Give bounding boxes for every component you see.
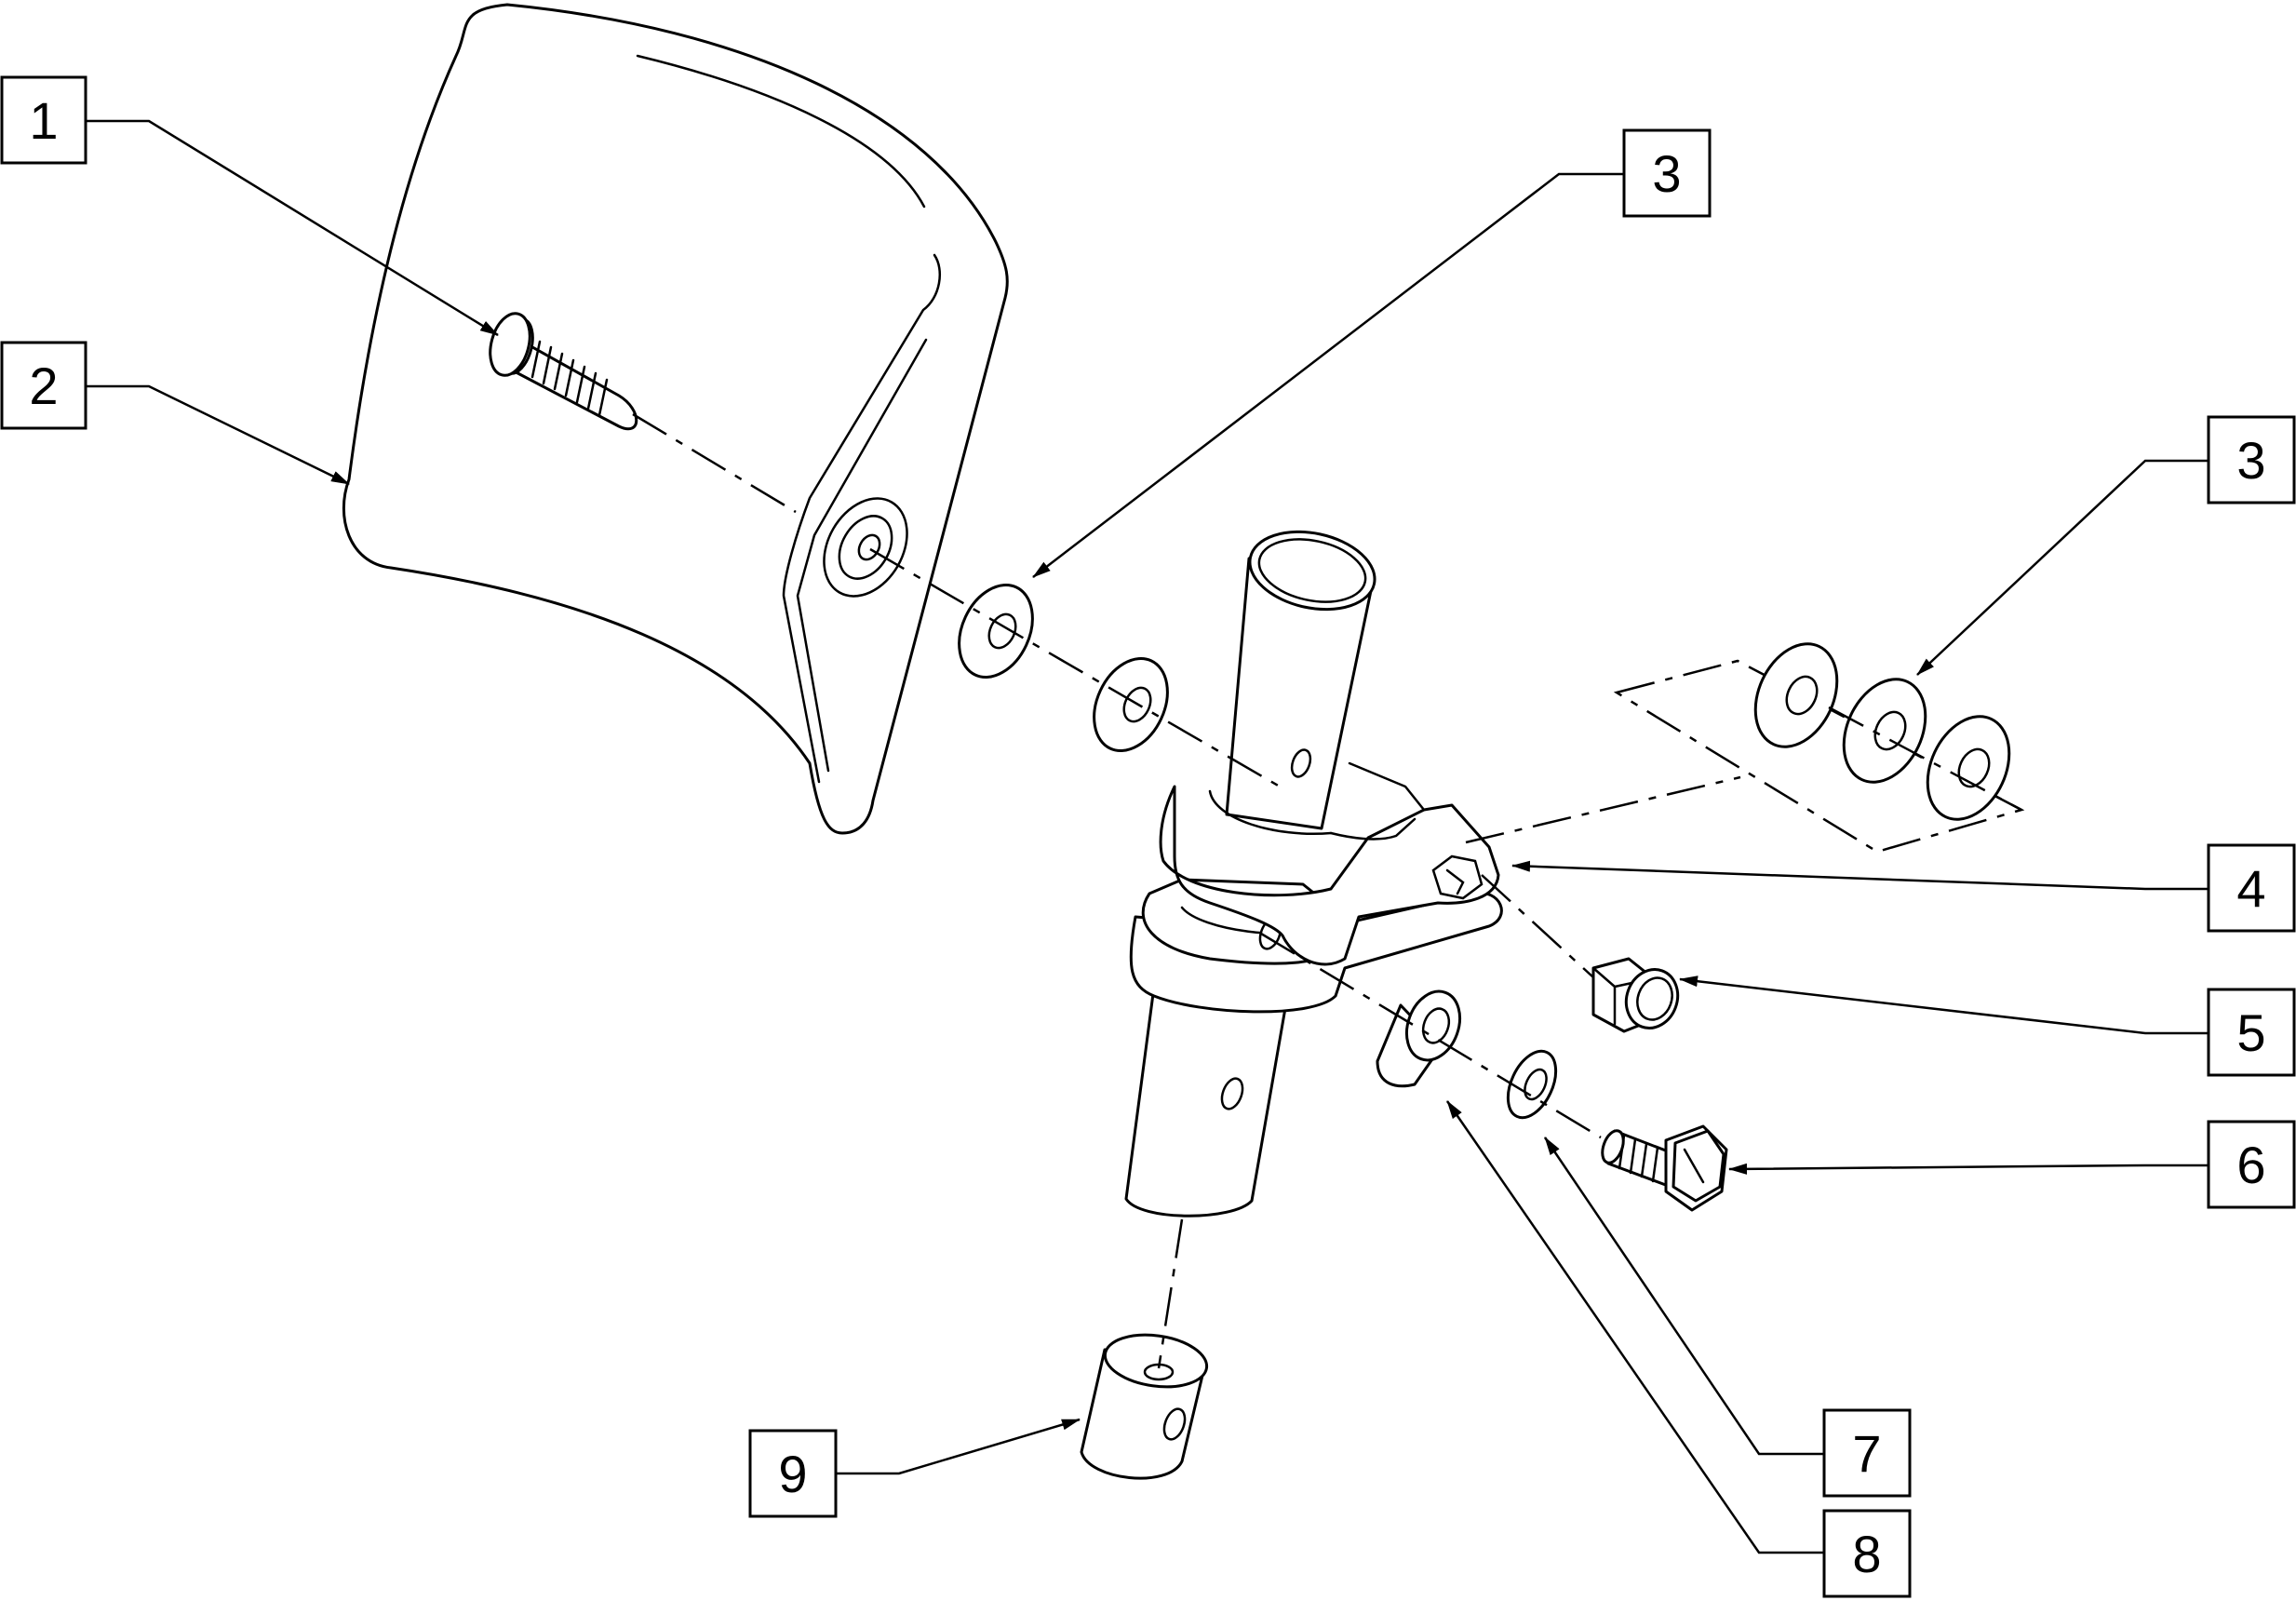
small-washer (1506, 1049, 1558, 1120)
washer-left-1 (958, 583, 1034, 679)
washer-left-2 (1093, 656, 1169, 753)
screw (489, 312, 638, 431)
callout-3-right: 3 (2207, 415, 2296, 505)
callout-4: 4 (2207, 843, 2296, 933)
nut (1591, 957, 1680, 1033)
svg-text:8: 8 (1852, 1525, 1881, 1583)
svg-text:5: 5 (2236, 1003, 2265, 1062)
bolt (1601, 1124, 1728, 1212)
assembly-axes (632, 412, 1741, 1369)
callout-6: 6 (2207, 1120, 2296, 1209)
headrest-pad (342, 3, 1009, 835)
svg-text:3: 3 (1652, 144, 1681, 203)
washer-stack (1613, 642, 2025, 854)
spacer (1376, 989, 1462, 1088)
svg-text:4: 4 (2236, 859, 2265, 918)
callout-5: 5 (2207, 988, 2296, 1077)
svg-text:7: 7 (1852, 1424, 1881, 1483)
stop-collar (1080, 1333, 1209, 1480)
callout-8: 8 (1822, 1509, 1912, 1598)
svg-text:1: 1 (29, 91, 58, 150)
svg-text:3: 3 (2236, 431, 2265, 490)
svg-text:9: 9 (778, 1445, 807, 1503)
callout-leaders (86, 119, 2209, 1554)
callout-2: 2 (0, 341, 87, 430)
callout-7: 7 (1822, 1408, 1912, 1498)
svg-text:6: 6 (2236, 1136, 2265, 1194)
svg-text:2: 2 (29, 357, 58, 415)
callout-1: 1 (0, 75, 87, 165)
callout-9: 9 (748, 1429, 838, 1518)
callout-3-left: 3 (1622, 128, 1712, 218)
clamp-bracket (1124, 530, 1503, 1218)
